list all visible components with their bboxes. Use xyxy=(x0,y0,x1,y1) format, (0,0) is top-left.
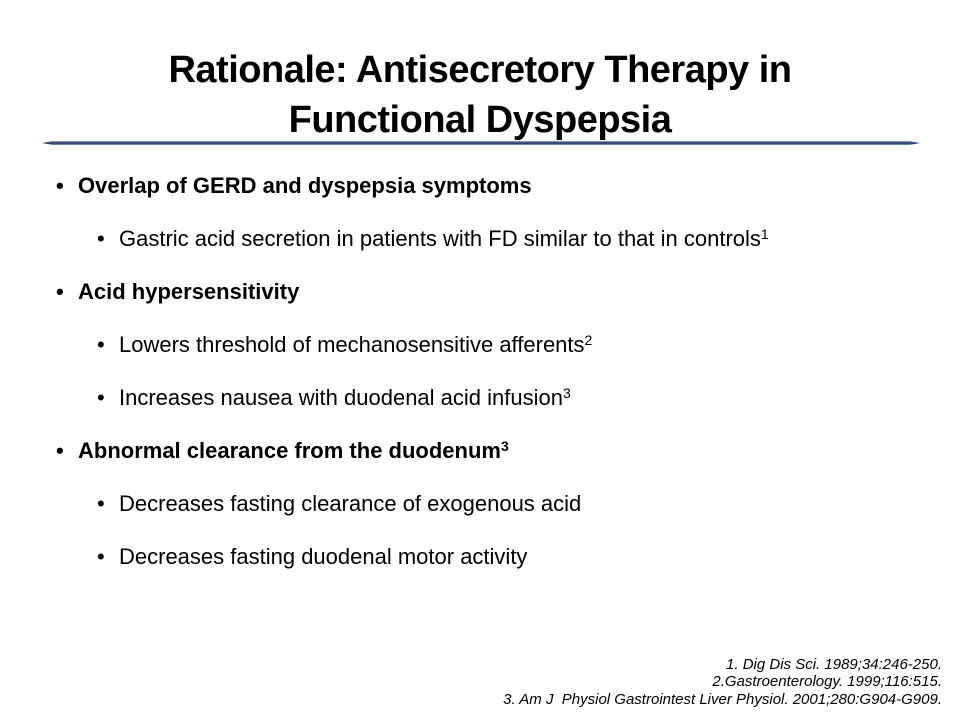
bullet-icon: • xyxy=(56,438,64,463)
reference-item: 1. Dig Dis Sci. 1989;34:246-250. xyxy=(726,655,942,673)
bullet-text: Acid hypersensitivity xyxy=(78,279,300,304)
bullet-icon: • xyxy=(56,173,64,198)
citation-superscript: 2 xyxy=(584,332,593,348)
page-title: Rationale: Antisecretory Therapy in Func… xyxy=(0,45,960,145)
bullet-text: Lowers threshold of mechanosensitive aff… xyxy=(119,332,593,357)
bullet-level2: • Increases nausea with duodenal acid in… xyxy=(56,384,944,412)
bullet-icon: • xyxy=(97,226,105,251)
bullet-icon: • xyxy=(97,332,105,357)
bullet-text: Increases nausea with duodenal acid infu… xyxy=(119,385,571,410)
page-title-line-1: Rationale: Antisecretory Therapy in xyxy=(168,49,792,92)
bullet-text: Overlap of GERD and dyspepsia symptoms xyxy=(78,173,532,198)
reference-item: 3. Am J Physiol Gastrointest Liver Physi… xyxy=(503,690,942,708)
bullet-level1: • Acid hypersensitivity xyxy=(56,278,944,306)
bullet-group-overlap: • Overlap of GERD and dyspepsia symptoms… xyxy=(56,172,944,253)
references: 1. Dig Dis Sci. 1989;34:246-250. 2.Gastr… xyxy=(503,656,942,709)
bullet-icon: • xyxy=(56,279,64,304)
reference-item: 2.Gastroenterology. 1999;116:515. xyxy=(712,673,942,690)
bullet-level1: • Abnormal clearance from the duodenum3 xyxy=(56,437,944,465)
citation-superscript: 1 xyxy=(760,226,769,242)
bullet-group-hypersensitivity: • Acid hypersensitivity • Lowers thresho… xyxy=(56,278,944,412)
bullet-level1: • Overlap of GERD and dyspepsia symptoms xyxy=(56,172,944,200)
bullet-list: • Overlap of GERD and dyspepsia symptoms… xyxy=(56,172,944,596)
bullet-level2: • Lowers threshold of mechanosensitive a… xyxy=(56,331,944,359)
bullet-icon: • xyxy=(97,491,105,516)
bullet-text: Decreases fasting duodenal motor activit… xyxy=(119,544,528,569)
bullet-group-clearance: • Abnormal clearance from the duodenum3 … xyxy=(56,437,944,571)
bullet-level2: • Decreases fasting clearance of exogeno… xyxy=(56,490,944,518)
bullet-text: Abnormal clearance from the duodenum3 xyxy=(78,438,509,463)
bullet-text: Decreases fasting clearance of exogenous… xyxy=(119,491,582,516)
bullet-text: Gastric acid secretion in patients with … xyxy=(119,226,769,251)
citation-superscript: 3 xyxy=(562,385,571,401)
bullet-icon: • xyxy=(97,385,105,410)
page-title-line-2: Functional Dyspepsia xyxy=(288,99,672,142)
bullet-icon: • xyxy=(97,544,105,569)
bullet-level2: • Gastric acid secretion in patients wit… xyxy=(56,225,944,253)
bullet-level2: • Decreases fasting duodenal motor activ… xyxy=(56,543,944,571)
citation-superscript: 3 xyxy=(500,438,509,454)
title-divider xyxy=(42,141,920,145)
